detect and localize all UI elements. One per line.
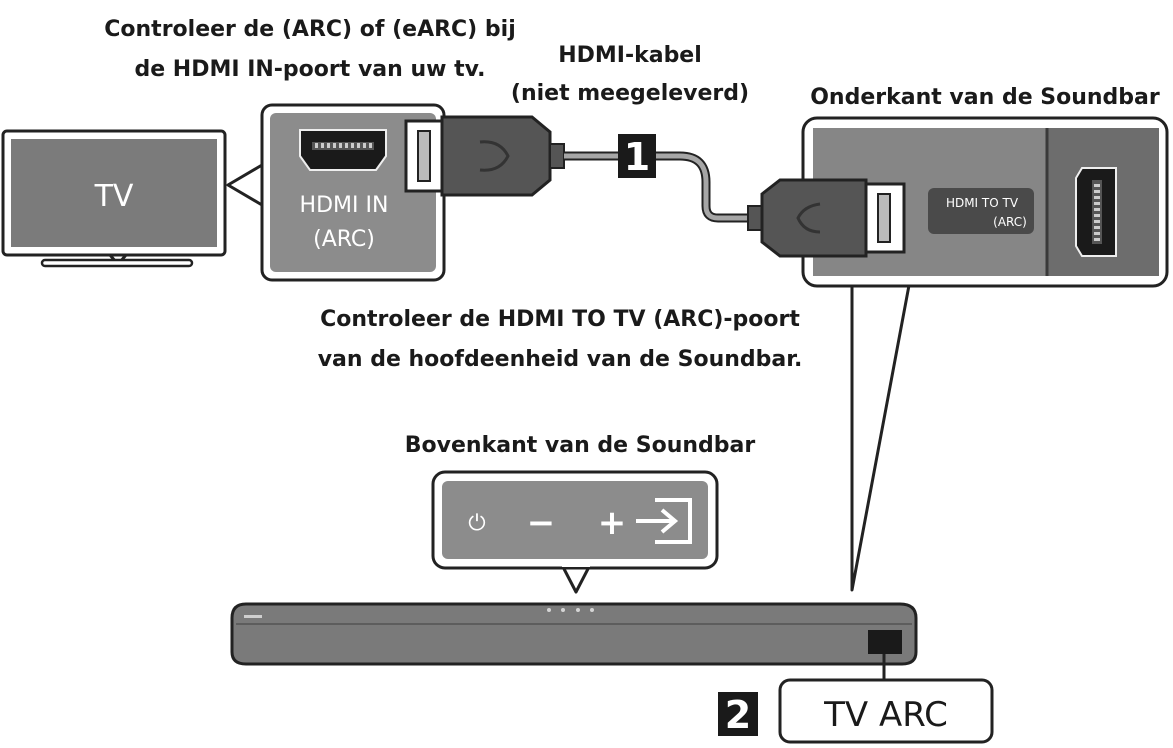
soundbar-check-label-line1: Controleer de HDMI TO TV (ARC)-poort bbox=[320, 307, 800, 332]
hdmi-cable bbox=[564, 151, 760, 223]
soundbar-check-label-line2: van de hoofdeenheid van de Soundbar. bbox=[317, 347, 803, 372]
soundbar-top-callout: ⏻ − + bbox=[431, 470, 719, 594]
step-2-marker: 2 bbox=[718, 692, 758, 737]
hdmi-port-icon bbox=[1075, 167, 1117, 257]
hdmi-port-icon bbox=[299, 129, 387, 171]
hdmi-plug-icon bbox=[404, 115, 565, 197]
plus-icon: + bbox=[598, 503, 627, 543]
tv-check-label-line2: de HDMI IN-poort van uw tv. bbox=[134, 57, 486, 82]
tv-port-label-line1: HDMI IN bbox=[300, 193, 389, 218]
tv-port-label-line2: (ARC) bbox=[313, 227, 375, 252]
svg-text:1: 1 bbox=[624, 135, 650, 179]
minus-icon: − bbox=[527, 503, 556, 543]
cable-label-line2: (niet meegeleverd) bbox=[510, 81, 750, 106]
svg-text:2: 2 bbox=[725, 693, 751, 737]
soundbar-top-label: Bovenkant van de Soundbar bbox=[404, 433, 756, 458]
power-icon: ⏻ bbox=[468, 511, 485, 536]
tv-icon: TV bbox=[1, 129, 227, 268]
tv-label: TV bbox=[94, 179, 134, 214]
input-source-icon bbox=[636, 498, 692, 544]
step-1-marker: 1 bbox=[618, 134, 656, 179]
hdmi-plug-icon bbox=[747, 178, 906, 258]
tv-check-label-line1: Controleer de (ARC) of (eARC) bij bbox=[104, 17, 516, 42]
cable-label-line1: HDMI-kabel bbox=[558, 43, 702, 68]
tv-arc-label: TV ARC bbox=[823, 695, 948, 735]
soundbar-port-label-line2: (ARC) bbox=[993, 215, 1027, 229]
soundbar-body bbox=[230, 602, 918, 666]
tv-port-callout: HDMI IN (ARC) bbox=[226, 103, 446, 282]
tv-arc-label-box: TV ARC bbox=[778, 678, 994, 744]
soundbar-bottom-label: Onderkant van de Soundbar bbox=[810, 85, 1160, 110]
soundbar-port-label-line1: HDMI TO TV bbox=[946, 196, 1019, 210]
